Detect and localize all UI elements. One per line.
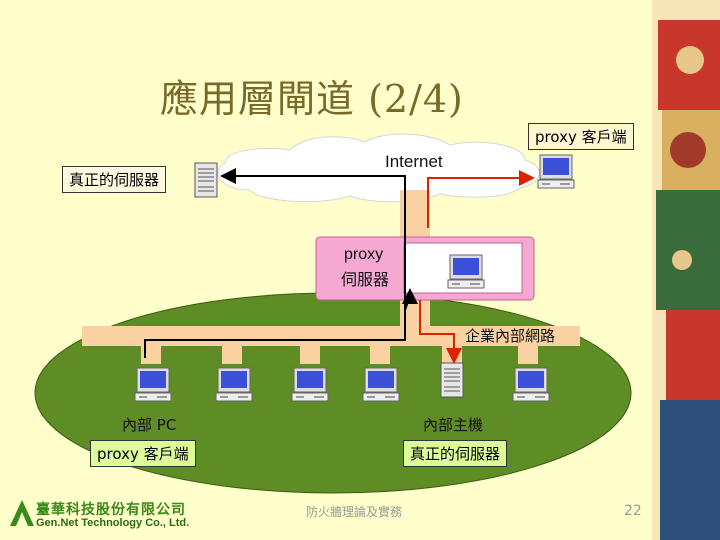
deity-illustration [652,0,720,540]
internal-pc-icon [215,367,253,402]
proxy-label-line2: 伺服器 [341,270,390,289]
internal-server-icon [440,362,464,398]
internal-server-label: 真正的伺服器 [403,440,508,467]
external-server-icon [194,162,218,198]
intranet-label: 企業內部網路 [465,327,556,345]
internet-label: Internet [385,152,443,171]
page-number: 22 [624,503,642,519]
proxy-label-line1: proxy [344,246,384,263]
internal-pc-icon [512,367,550,402]
internal-client-label: proxy 客戶端 [90,440,196,467]
slide-title: 應用層閘道 (2/4) [160,77,464,121]
external-client-label: proxy 客戶端 [528,123,634,150]
internal-pc-label: 內部 PC [122,416,177,434]
internal-pc-icon [291,367,329,402]
internal-pc-icon [362,367,400,402]
internal-host-label: 內部主機 [423,416,484,434]
external-client-icon [537,154,575,189]
external-server-label: 真正的伺服器 [62,166,167,193]
company-name-en: Gen.Net Technology Co., Ltd. [36,517,190,529]
internal-pc-icon [134,367,172,402]
red-arrow [427,170,535,228]
footer-note: 防火牆理論及實務 [306,505,403,519]
company-logo-icon [10,500,34,526]
internet-cloud [217,133,540,203]
company-name-cn: 臺華科技股份有限公司 [36,502,186,518]
black-arrow [144,168,406,358]
proxy-server-icon [447,254,485,289]
